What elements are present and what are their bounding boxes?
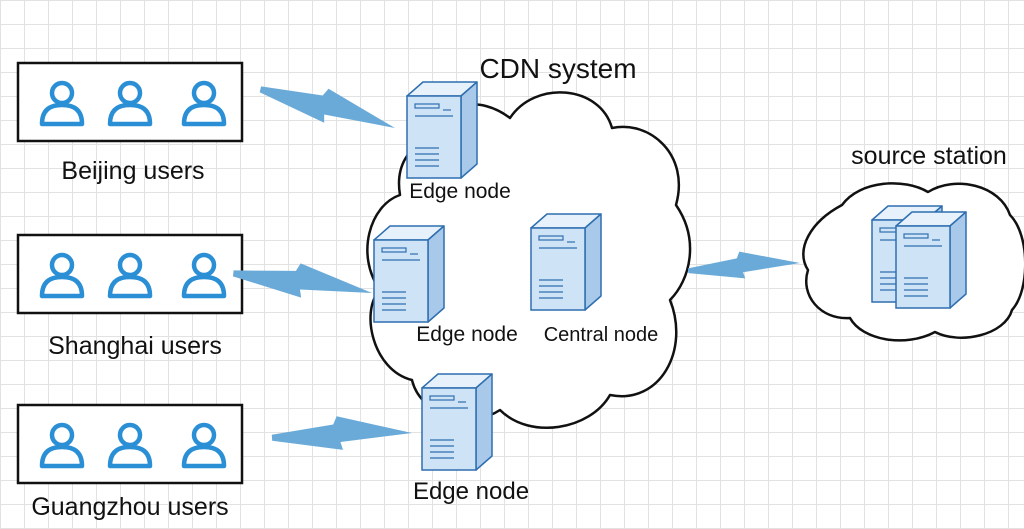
link-arrow-guangzhou <box>270 411 413 455</box>
source-server-icon <box>895 211 967 309</box>
user-group-label: Shanghai users <box>48 332 222 360</box>
cdn-system-title: CDN system <box>479 53 636 84</box>
central-server-icon <box>530 213 602 311</box>
user-group-beijing: Beijing users <box>16 61 244 185</box>
source-station-label: source station <box>851 142 1007 170</box>
user-group-label: Guangzhou users <box>31 493 228 521</box>
user-group-label: Beijing users <box>61 157 204 185</box>
edge-server-icon-bottom <box>421 373 493 471</box>
edge-server-icon-top <box>406 81 478 179</box>
edge-node-label-bottom: Edge node <box>413 478 529 505</box>
link-arrow-beijing <box>256 72 401 140</box>
link-arrow-source <box>686 245 802 285</box>
edge-node-label-middle: Edge node <box>416 323 518 346</box>
link-arrow-shanghai <box>231 256 375 305</box>
edge-server-icon-middle <box>373 225 445 323</box>
edge-node-label-top: Edge node <box>409 180 511 203</box>
central-node-label: Central node <box>544 324 659 346</box>
user-group-shanghai: Shanghai users <box>16 233 244 360</box>
user-group-guangzhou: Guangzhou users <box>16 403 244 521</box>
